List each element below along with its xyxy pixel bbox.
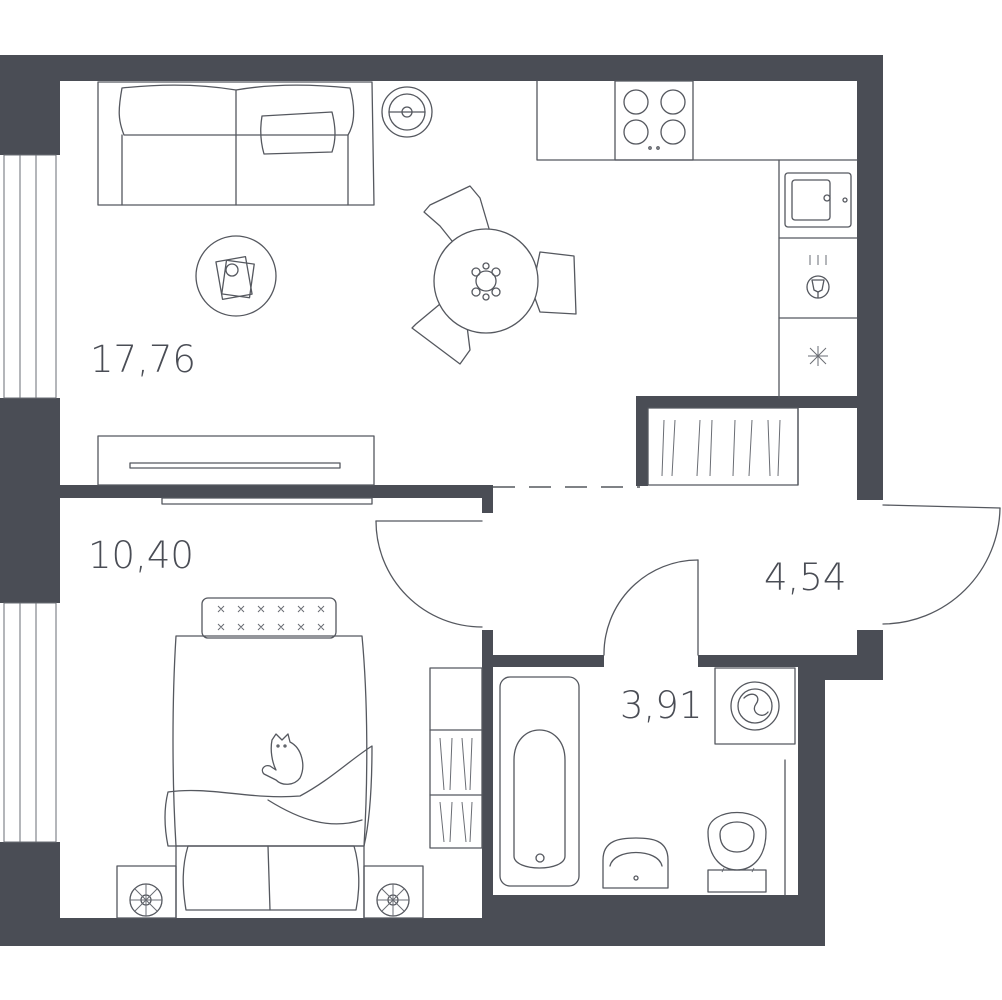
door-icon: [603, 559, 699, 656]
window-icon: [3, 154, 57, 399]
hallway-area-label: 4,54: [764, 556, 846, 599]
bed-icon: [164, 597, 373, 919]
floor-lamp-icon: [381, 86, 433, 138]
tv-stand-icon: [97, 435, 375, 486]
walls: [0, 55, 883, 946]
sink-icon: [784, 172, 852, 228]
toilet-icon: [707, 812, 767, 893]
nightstand-icon: [116, 865, 177, 919]
washbasin-icon: [602, 837, 669, 889]
dishwasher-icon: [806, 255, 830, 299]
nightstand-icon: [363, 865, 424, 919]
washing-machine-icon: [714, 667, 796, 745]
bathroom-area-label: 3,91: [620, 684, 702, 727]
door-icon: [375, 520, 483, 628]
living-kitchen-area-label: 17,76: [90, 338, 196, 381]
door-icon: [882, 504, 1001, 625]
bedroom-area-label: 10,40: [88, 534, 194, 577]
window-icon: [3, 602, 57, 843]
stove-icon: [614, 80, 694, 161]
dining-table-icon: [411, 185, 577, 365]
sofa-icon: [97, 81, 375, 206]
bathtub-icon: [499, 676, 580, 887]
wardrobe-icon: [429, 667, 483, 849]
wardrobe-icon: [647, 407, 799, 486]
fridge-icon: [808, 346, 828, 366]
cat-icon: [261, 733, 304, 785]
kitchen-counter: [536, 80, 858, 399]
tv-icon: [161, 497, 373, 505]
coffee-table-icon: [195, 235, 277, 317]
